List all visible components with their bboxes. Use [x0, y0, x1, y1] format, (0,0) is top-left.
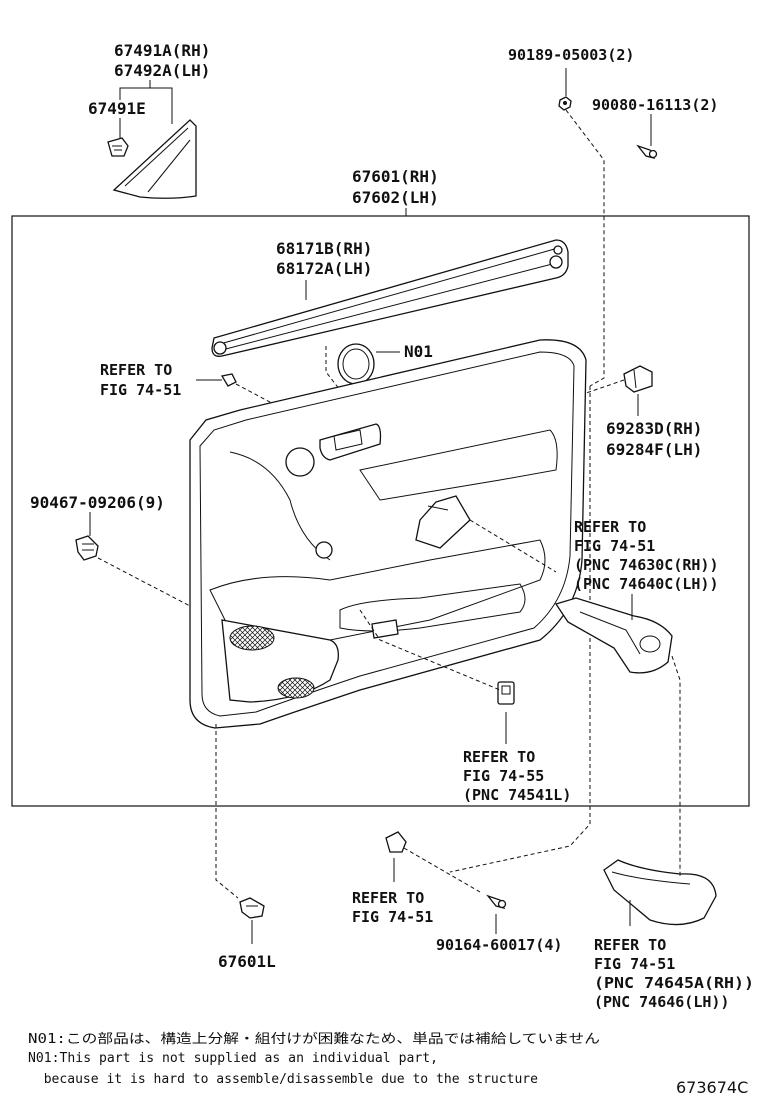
trim-screw — [220, 373, 237, 387]
drawing-code: 673674C — [676, 1078, 748, 1097]
mirror-corner-cover — [112, 119, 197, 199]
label-67491e: 67491E — [88, 99, 146, 118]
note-english-1: N01:This part is not supplied as an indi… — [28, 1051, 438, 1066]
clip-67491e — [107, 137, 129, 157]
switch-74541l — [497, 681, 515, 705]
refer3-line2: FIG 74-55 — [463, 767, 544, 785]
refer3-line1: REFER TO — [463, 748, 535, 766]
label-67491a: 67491A(RH) — [114, 41, 210, 60]
label-90467: 90467-09206(9) — [30, 493, 165, 512]
label-67602: 67602(LH) — [352, 188, 439, 207]
refer4-line2: FIG 74-51 — [352, 908, 433, 926]
label-68171b: 68171B(RH) — [276, 239, 372, 258]
label-67601l: 67601L — [218, 952, 276, 971]
screw-90164 — [486, 894, 507, 909]
refer1-line1: REFER TO — [100, 361, 172, 379]
clip-74-51 — [385, 831, 407, 853]
clip-67601l — [239, 897, 265, 919]
weatherstrip-68171b — [211, 239, 569, 357]
refer2-line2: FIG 74-51 — [574, 537, 655, 555]
leader-67491a — [149, 80, 173, 124]
refer4-line1: REFER TO — [352, 889, 424, 907]
clip-90467 — [75, 535, 99, 561]
refer5-line3: (PNC 74645A(RH)) — [594, 974, 754, 992]
refer3-line3: (PNC 74541L) — [463, 786, 571, 804]
bracket-69283d — [623, 365, 653, 393]
refer2-line1: REFER TO — [574, 518, 646, 536]
armrest-cover — [603, 859, 717, 926]
refer5-line4: (PNC 74646(LH)) — [594, 993, 729, 1011]
pull-handle-bezel — [554, 597, 673, 674]
assembly-frame — [11, 215, 750, 807]
label-n01: N01 — [404, 342, 433, 361]
label-68172a: 68172A(LH) — [276, 259, 372, 278]
screw-90080 — [636, 144, 658, 159]
refer5-line2: FIG 74-51 — [594, 955, 675, 973]
refer1-line2: FIG 74-51 — [100, 381, 181, 399]
note-english-2: because it is hard to assemble/disassemb… — [28, 1072, 538, 1087]
refer2-line4: (PNC 74640C(LH)) — [574, 575, 719, 593]
label-67601: 67601(RH) — [352, 167, 439, 186]
label-67492a: 67492A(LH) — [114, 61, 210, 80]
refer5-line1: REFER TO — [594, 936, 666, 954]
label-90080: 90080-16113(2) — [592, 96, 718, 114]
label-69283d: 69283D(RH) — [606, 419, 702, 438]
label-90164: 90164-60017(4) — [436, 936, 562, 954]
label-69284f: 69284F(LH) — [606, 440, 702, 459]
note-japanese: N01:この部品は、構造上分解・組付けが困難なため、単品では補給していません — [28, 1031, 600, 1047]
door-trim-panel — [189, 339, 587, 729]
label-90189: 90189-05003(2) — [508, 46, 634, 64]
refer2-line3: (PNC 74630C(RH)) — [574, 556, 719, 574]
nut-90189 — [558, 96, 572, 111]
